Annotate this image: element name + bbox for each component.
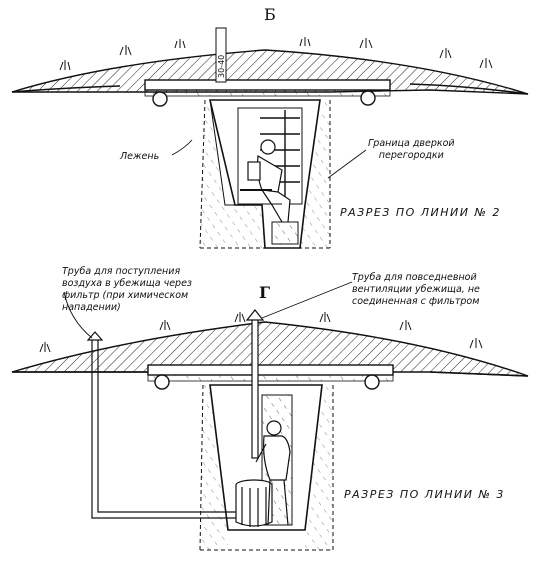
intake-pipe-label: Труба для поступления воздуха в убежища … [62, 266, 192, 314]
bottom-grass [39, 312, 483, 353]
top-log-left [152, 91, 168, 107]
top-log-right [360, 90, 376, 106]
bottom-standing-figure [255, 420, 291, 526]
bottom-section: Г [11, 281, 529, 551]
daily-label-line3: соединенная с фильтром [352, 296, 480, 307]
top-measure-post [215, 27, 227, 83]
top-roof-beam [144, 79, 391, 91]
boundary-label: Граница дверкой перегородки [368, 138, 455, 162]
intake-label-line3: фильтр (при химическом [62, 290, 189, 301]
daily-vent-pipe [251, 317, 259, 459]
boundary-leader [327, 149, 367, 179]
bottom-roof-beam [147, 364, 394, 376]
top-sump [271, 221, 299, 245]
daily-label-line2: вентиляции убежища, не [352, 284, 480, 295]
bottom-log-left [154, 374, 170, 390]
lezhen-label: Лежень [120, 151, 160, 162]
daily-pipe-label: Труба для повседневной вентиляции убежищ… [352, 272, 480, 308]
bottom-log-right [364, 374, 380, 390]
intake-pipe [91, 340, 240, 519]
bottom-section-caption: РАЗРЕЗ ПО ЛИНИИ № 3 [344, 488, 505, 501]
lezhen-leader [171, 139, 193, 156]
top-grass [59, 37, 493, 71]
bottom-ground-line [12, 371, 529, 377]
top-sitting-figure [240, 139, 291, 223]
filter-drum [235, 479, 273, 527]
top-section: Б 30-40 [11, 5, 529, 249]
intake-leader [63, 291, 93, 339]
top-section-caption: РАЗРЕЗ ПО ЛИНИИ № 2 [340, 206, 501, 219]
intake-label-line2: воздуха в убежища через [62, 278, 192, 289]
top-beam-mark: 30-40 [217, 55, 226, 78]
intake-label-line1: Труба для поступления [62, 266, 181, 277]
daily-leader [261, 281, 353, 319]
boundary-label-line2: перегородки [378, 150, 444, 161]
bottom-earth-mound [11, 321, 529, 377]
boundary-label-line1: Граница дверкой [368, 138, 455, 149]
intake-label-line4: нападении) [62, 302, 121, 313]
bottom-section-letter: Г [259, 283, 270, 302]
top-earth-mound [11, 49, 529, 95]
top-section-letter: Б [264, 5, 276, 24]
daily-label-line1: Труба для повседневной [352, 272, 477, 283]
